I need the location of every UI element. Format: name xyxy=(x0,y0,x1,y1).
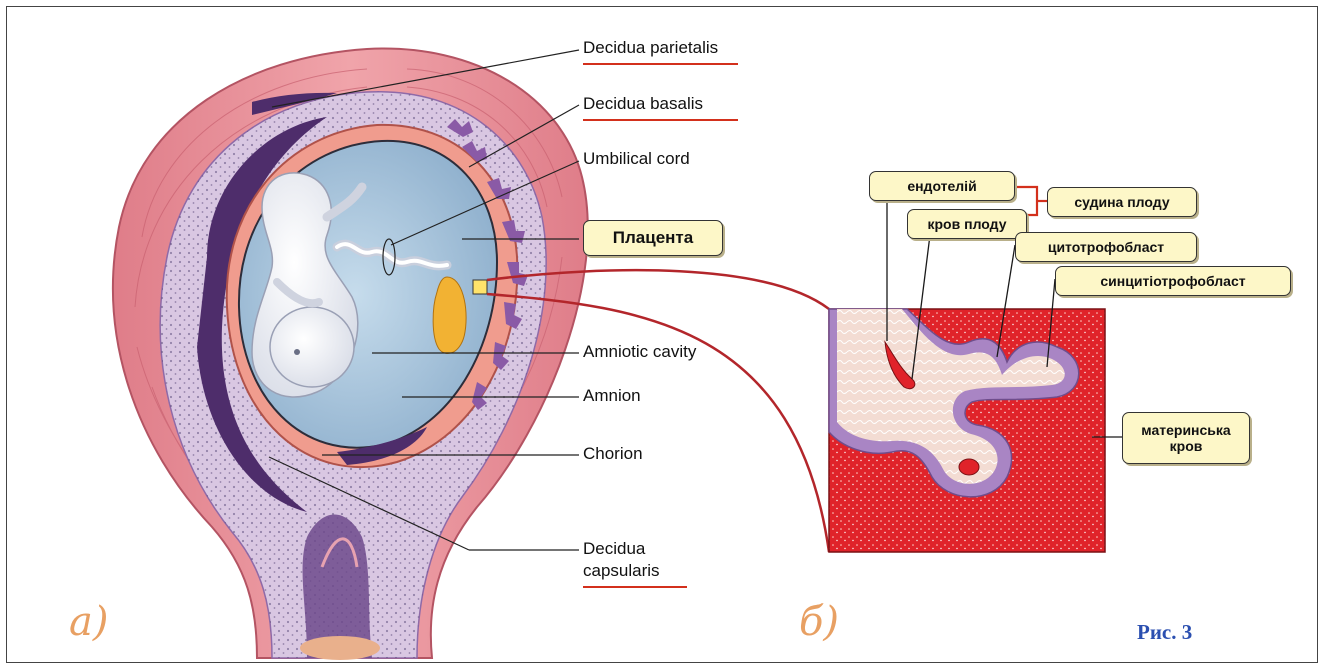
yolk-sac xyxy=(433,277,466,354)
label-fetal-vessel: судина плоду xyxy=(1047,187,1197,217)
underline-decidua-basalis xyxy=(583,119,738,121)
panel-b-tag: б) xyxy=(799,599,839,645)
label-cytotrophoblast: цитотрофобласт xyxy=(1015,232,1197,262)
sample-region-marker xyxy=(473,280,487,294)
figure-frame: Decidua parietalis Decidua basalis Umbil… xyxy=(6,6,1318,663)
label-maternal-blood-line1: материнська xyxy=(1141,422,1230,438)
label-endothelium: ендотелій xyxy=(869,171,1015,201)
label-amnion: Amnion xyxy=(583,386,641,406)
placental-barrier-detail xyxy=(829,309,1105,552)
underline-decidua-parietalis xyxy=(583,63,738,65)
label-decidua-basalis: Decidua basalis xyxy=(583,94,703,114)
label-umbilical-cord: Umbilical cord xyxy=(583,149,690,169)
label-placenta: Плацента xyxy=(583,220,723,256)
panel-a-tag: а) xyxy=(69,599,108,645)
label-maternal-blood: материнська кров xyxy=(1122,412,1250,464)
label-decidua-parietalis: Decidua parietalis xyxy=(583,38,718,58)
label-maternal-blood-line2: кров xyxy=(1170,438,1203,454)
label-syncytiotrophoblast: синцитіотрофобласт xyxy=(1055,266,1291,296)
underline-decidua-capsularis xyxy=(583,586,687,588)
label-chorion: Chorion xyxy=(583,444,643,464)
label-amniotic-cavity: Amniotic cavity xyxy=(583,342,696,362)
label-decidua-capsularis-line2: capsularis xyxy=(583,561,660,581)
label-decidua-capsularis-line1: Decidua xyxy=(583,539,645,559)
label-fetal-blood: кров плоду xyxy=(907,209,1027,239)
figure-caption: Рис. 3 xyxy=(1137,620,1192,645)
